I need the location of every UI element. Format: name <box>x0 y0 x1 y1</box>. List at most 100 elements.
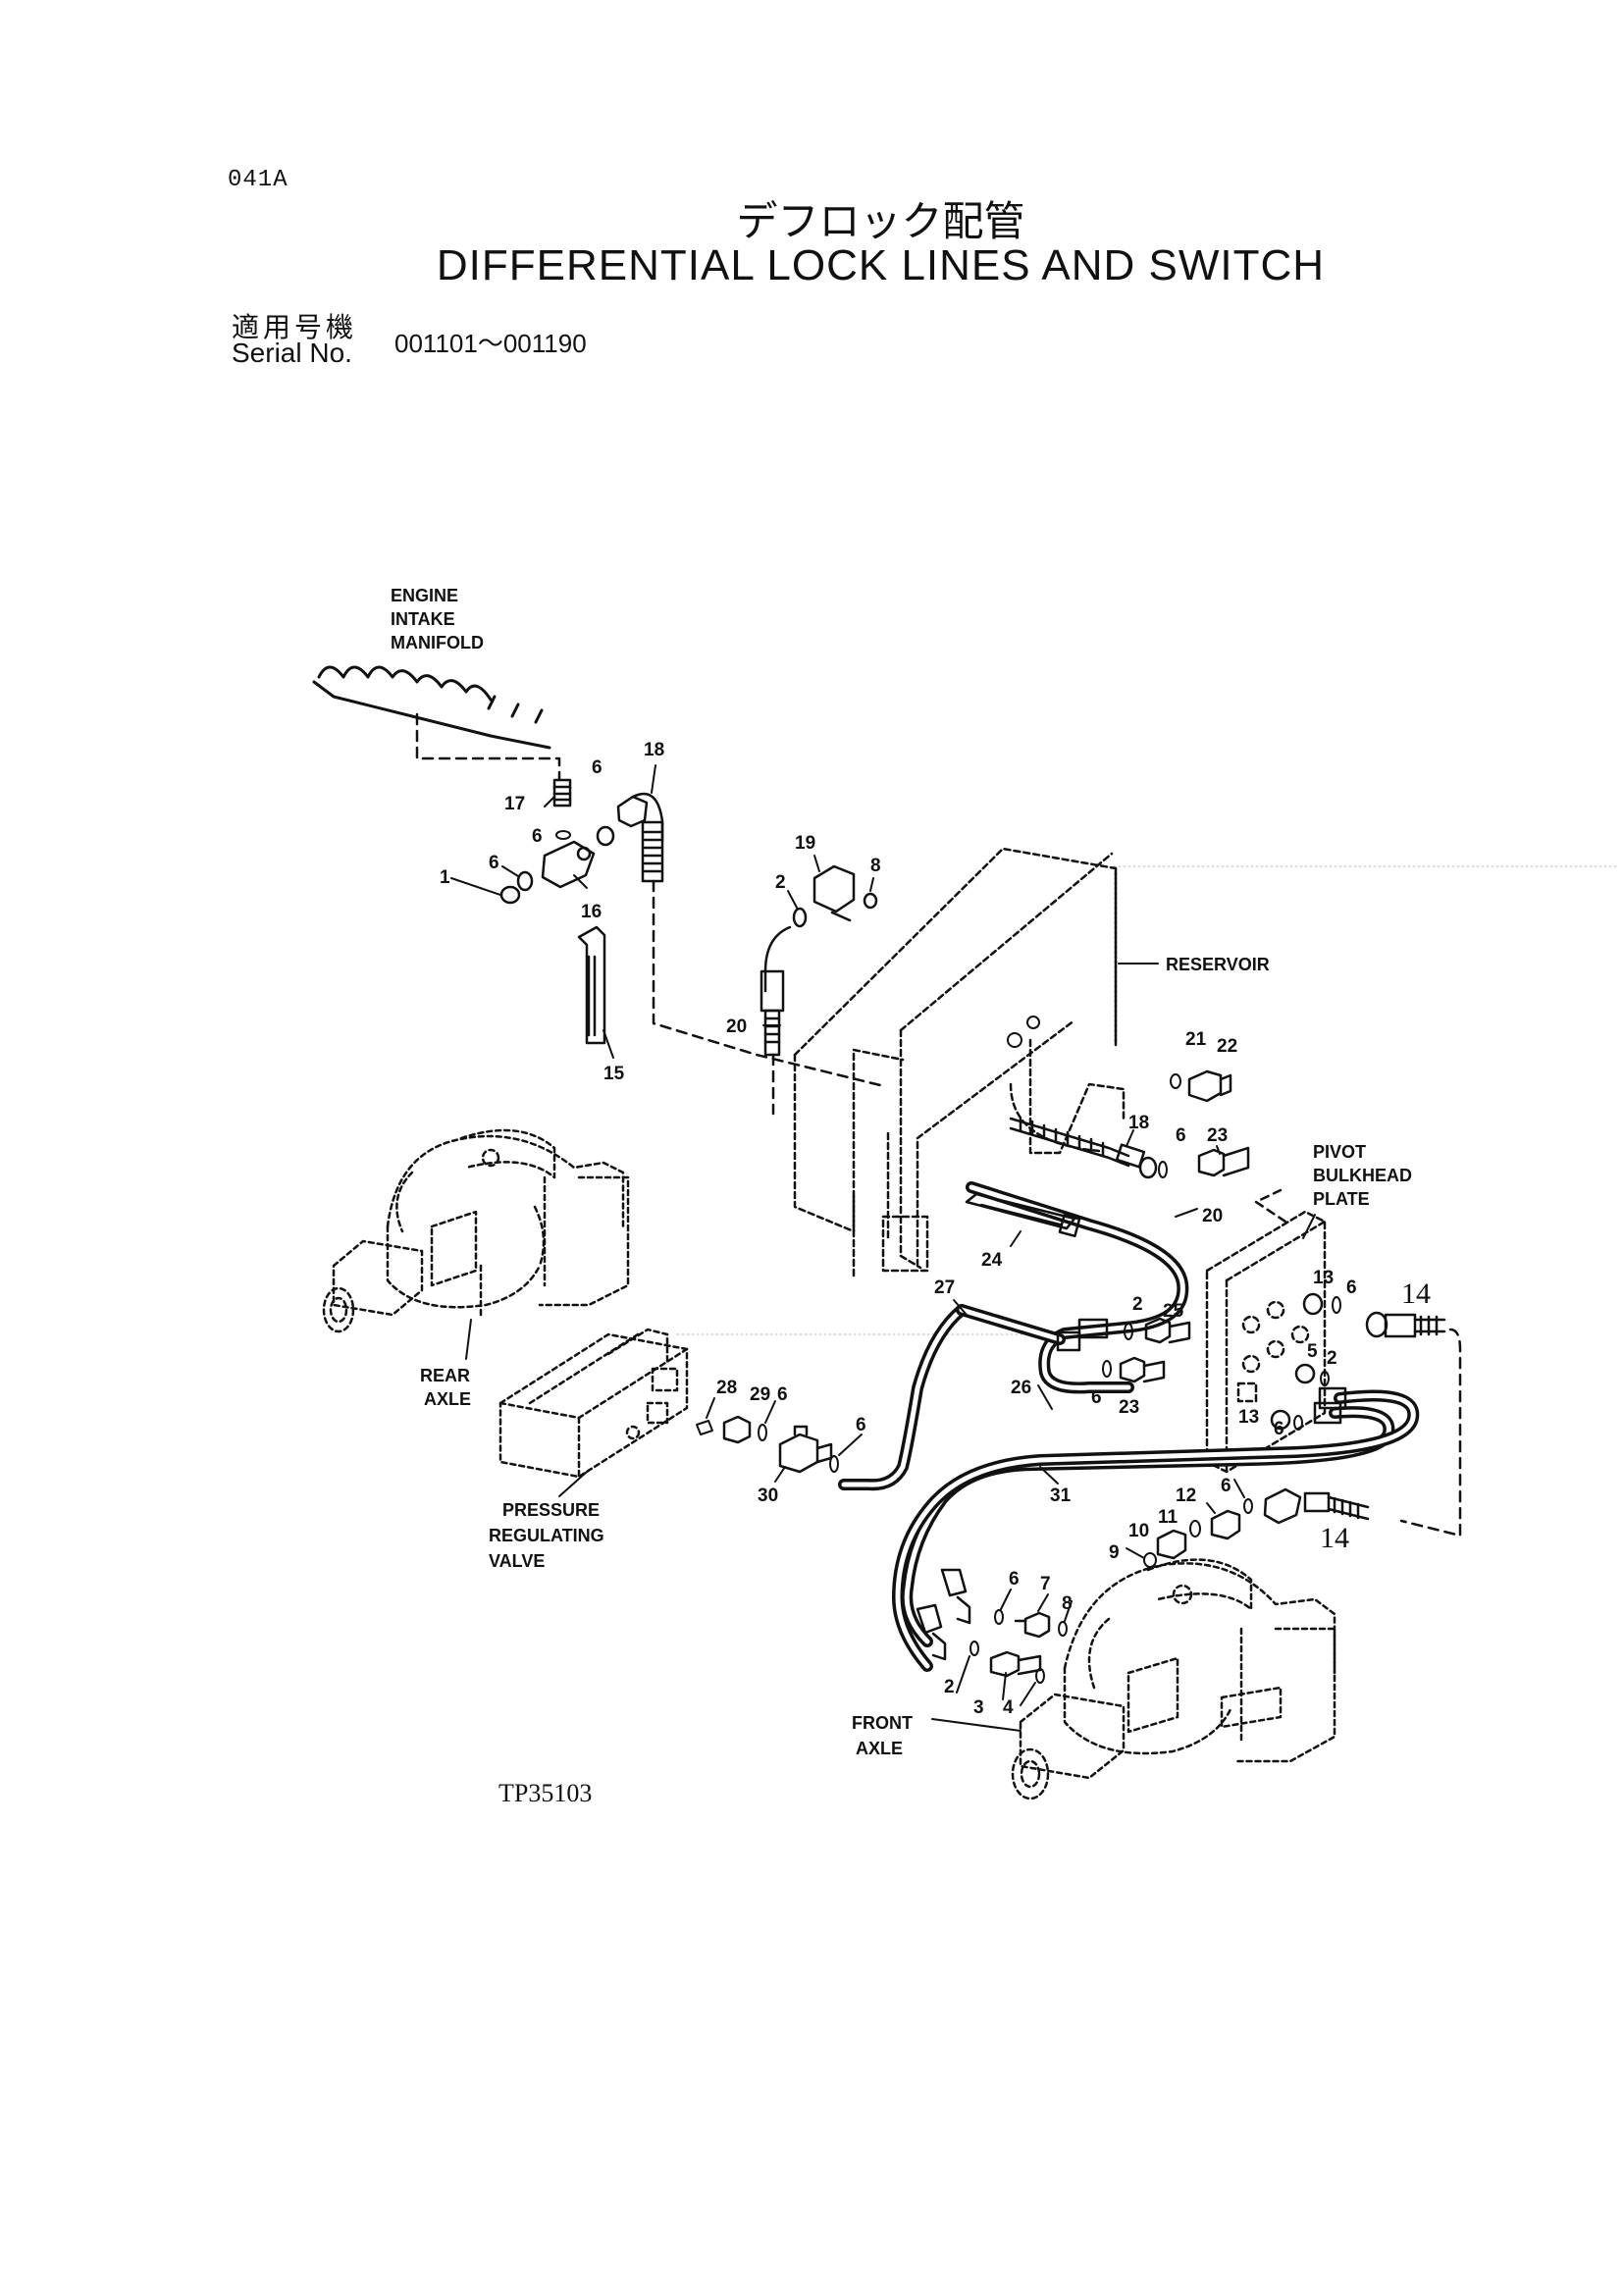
leader-line <box>1399 1328 1462 1538</box>
callout-5: 5 <box>1307 1341 1318 1362</box>
o-ring <box>863 892 878 910</box>
callout-8: 8 <box>870 856 881 876</box>
fitting-28 <box>696 1420 713 1435</box>
page-title-japanese: デフロック配管 <box>736 197 1025 245</box>
callout-6: 6 <box>1274 1419 1284 1439</box>
plug-22 <box>1187 1069 1232 1103</box>
adapter-23b <box>1119 1356 1166 1383</box>
o-ring <box>829 1455 839 1473</box>
callout-6: 6 <box>532 826 543 847</box>
reservoir <box>793 847 1126 1277</box>
callout-numbers: 1 6 17 6 6 18 16 15 19 2 8 20 21 22 18 6… <box>440 740 1431 1718</box>
callout-7: 7 <box>1040 1574 1051 1594</box>
elbow-hose-18 <box>616 792 664 883</box>
label-rear: REAR <box>420 1366 470 1385</box>
nut-13 <box>1302 1292 1324 1316</box>
callout-11: 11 <box>1158 1507 1179 1528</box>
callout-21: 21 <box>1185 1029 1207 1050</box>
o-ring <box>1320 1371 1330 1386</box>
adapter-29 <box>722 1415 752 1444</box>
hose-27 <box>838 1304 1081 1491</box>
pressure-regulating-valve <box>498 1328 689 1479</box>
callout-23: 23 <box>1119 1397 1139 1418</box>
callout-14: 14 <box>1401 1277 1431 1310</box>
o-ring <box>1102 1360 1112 1378</box>
serial-label: Serial No. <box>232 338 352 368</box>
callout-16: 16 <box>581 902 602 922</box>
drawing-code: TP35103 <box>498 1779 592 1807</box>
o-ring <box>1158 1161 1168 1178</box>
callout-28: 28 <box>716 1378 737 1398</box>
nut-13 <box>1270 1409 1291 1431</box>
leader-line <box>652 879 886 1088</box>
callout-8: 8 <box>1062 1593 1073 1614</box>
label-rear-axle: AXLE <box>424 1389 471 1409</box>
callout-13: 13 <box>1313 1268 1334 1288</box>
label-reservoir: RESERVOIR <box>1166 955 1270 974</box>
callout-27: 27 <box>934 1277 955 1298</box>
plug-1 <box>499 885 521 905</box>
label-front: FRONT <box>852 1713 913 1733</box>
callout-23: 23 <box>1207 1125 1228 1146</box>
adapter-10 <box>1156 1529 1187 1560</box>
callout-18: 18 <box>644 740 664 760</box>
callout-13: 13 <box>1238 1407 1259 1428</box>
label-plate: PLATE <box>1313 1189 1370 1209</box>
o-ring <box>1189 1520 1201 1538</box>
callout-15: 15 <box>603 1064 625 1084</box>
o-ring <box>1035 1668 1045 1684</box>
callout-31: 31 <box>1050 1486 1072 1506</box>
label-pressure: PRESSURE <box>502 1500 600 1520</box>
callout-20: 20 <box>726 1017 747 1037</box>
o-ring <box>758 1424 767 1441</box>
port <box>1026 1016 1040 1029</box>
callout-6: 6 <box>1221 1476 1231 1496</box>
label-bulkhead: BULKHEAD <box>1313 1166 1412 1185</box>
label-regulating: REGULATING <box>489 1526 604 1545</box>
callout-6: 6 <box>1176 1125 1186 1146</box>
callout-29: 29 <box>750 1384 770 1405</box>
o-ring <box>1243 1498 1253 1514</box>
clamp-15 <box>577 925 606 1045</box>
fitting-14 <box>1365 1311 1446 1338</box>
tee-fitting-16 <box>541 840 596 889</box>
hose-20 <box>760 925 792 1057</box>
adapter-23 <box>1197 1146 1250 1177</box>
callout-12: 12 <box>1176 1486 1196 1506</box>
callout-6: 6 <box>856 1415 866 1435</box>
callout-4: 4 <box>1003 1697 1014 1718</box>
callout-9: 9 <box>1109 1542 1120 1563</box>
fitting-17 <box>552 778 572 808</box>
callout-6: 6 <box>592 757 602 778</box>
callout-2: 2 <box>1132 1294 1143 1315</box>
callout-24: 24 <box>981 1250 1003 1271</box>
callout-20: 20 <box>1202 1206 1223 1226</box>
rear-axle <box>322 1128 630 1333</box>
port <box>1007 1032 1022 1048</box>
callout-25: 25 <box>1163 1301 1184 1322</box>
callout-22: 22 <box>1217 1036 1237 1057</box>
hose-18 <box>1009 1117 1158 1179</box>
nut-5 <box>1294 1363 1316 1384</box>
page-title: DIFFERENTIAL LOCK LINES AND SWITCH <box>436 241 1326 289</box>
o-ring <box>1332 1296 1341 1314</box>
hose-31 <box>892 1386 1420 1672</box>
o-ring <box>994 1609 1004 1625</box>
callout-30: 30 <box>758 1486 778 1506</box>
page-code: 041A <box>228 167 288 193</box>
callout-1: 1 <box>440 867 450 888</box>
o-ring <box>516 870 534 892</box>
o-ring <box>1143 1552 1157 1568</box>
o-ring <box>555 830 571 840</box>
front-axle <box>1011 1558 1336 1800</box>
clamp-24 <box>965 1192 1081 1238</box>
o-ring <box>792 907 808 928</box>
callout-26: 26 <box>1011 1378 1031 1398</box>
callout-10: 10 <box>1128 1521 1149 1541</box>
serial-range: 001101～001190 <box>394 329 587 358</box>
label-valve: VALVE <box>489 1551 545 1571</box>
leader-line <box>415 712 561 782</box>
adapter-3 <box>989 1650 1042 1678</box>
hose-end-fittings <box>916 1568 971 1661</box>
